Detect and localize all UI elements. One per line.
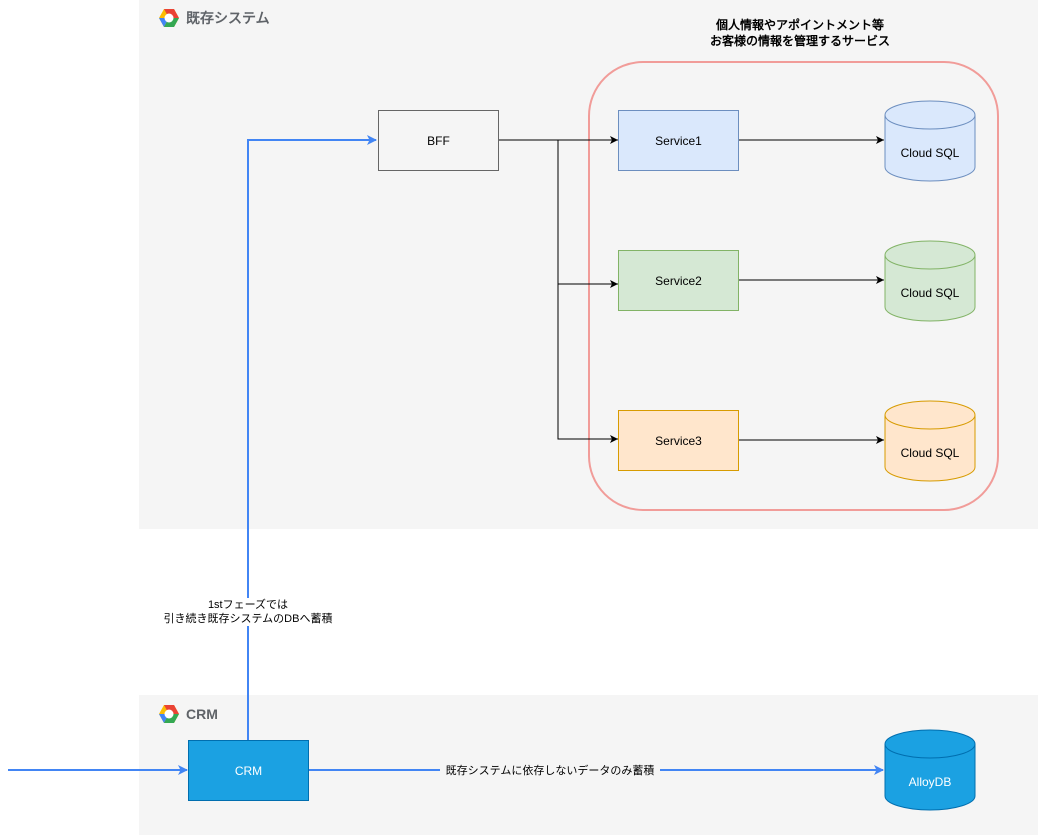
edge-crm-bff [247, 135, 377, 740]
service1-node[interactable]: Service1 [618, 110, 739, 171]
phase-note-line-2: 引き続き既存システムのDBへ蓄積 [163, 613, 333, 625]
database-cylinder-icon [884, 100, 976, 182]
services-highlight-region [588, 61, 999, 511]
crm-label: CRM [234, 763, 263, 778]
service1-label: Service1 [655, 133, 702, 148]
alloydb-node[interactable]: AlloyDB [884, 729, 976, 811]
crm-title-text: CRM [186, 706, 218, 722]
bff-node[interactable]: BFF [378, 110, 499, 171]
cloud-sql-db2[interactable]: Cloud SQL [884, 240, 976, 322]
db3-label: Cloud SQL [900, 446, 960, 460]
google-cloud-icon [159, 9, 179, 27]
google-cloud-icon [159, 705, 179, 723]
db1-label: Cloud SQL [900, 146, 960, 160]
crm-node[interactable]: CRM [188, 740, 309, 801]
service3-node[interactable]: Service3 [618, 410, 739, 471]
service2-label: Service2 [655, 273, 702, 288]
annotation-line-2: お客様の情報を管理するサービス [709, 34, 890, 48]
existing-system-group-title: 既存システム [158, 8, 270, 28]
crm-alloydb-label: 既存システムに依存しないデータのみ蓄積 [440, 764, 660, 778]
service3-label: Service3 [655, 433, 702, 448]
alloydb-label: AlloyDB [908, 775, 952, 789]
phase-note-line-1: 1stフェーズでは [207, 599, 289, 611]
cloud-sql-db3[interactable]: Cloud SQL [884, 400, 976, 482]
bff-label: BFF [427, 133, 450, 148]
service2-node[interactable]: Service2 [618, 250, 739, 311]
cloud-sql-db1[interactable]: Cloud SQL [884, 100, 976, 182]
crm-group-title: CRM [158, 704, 218, 724]
edge-bff-service3 [557, 140, 618, 443]
database-cylinder-icon [884, 729, 976, 811]
database-cylinder-icon [884, 240, 976, 322]
services-annotation: 個人情報やアポイントメント等 お客様の情報を管理するサービス [650, 17, 950, 49]
database-cylinder-icon [884, 400, 976, 482]
annotation-line-1: 個人情報やアポイントメント等 [715, 18, 884, 32]
existing-system-title-text: 既存システム [186, 10, 270, 26]
db2-label: Cloud SQL [900, 286, 960, 300]
phase-note-label: 1stフェーズでは 引き続き既存システムのDBへ蓄積 [158, 598, 338, 626]
